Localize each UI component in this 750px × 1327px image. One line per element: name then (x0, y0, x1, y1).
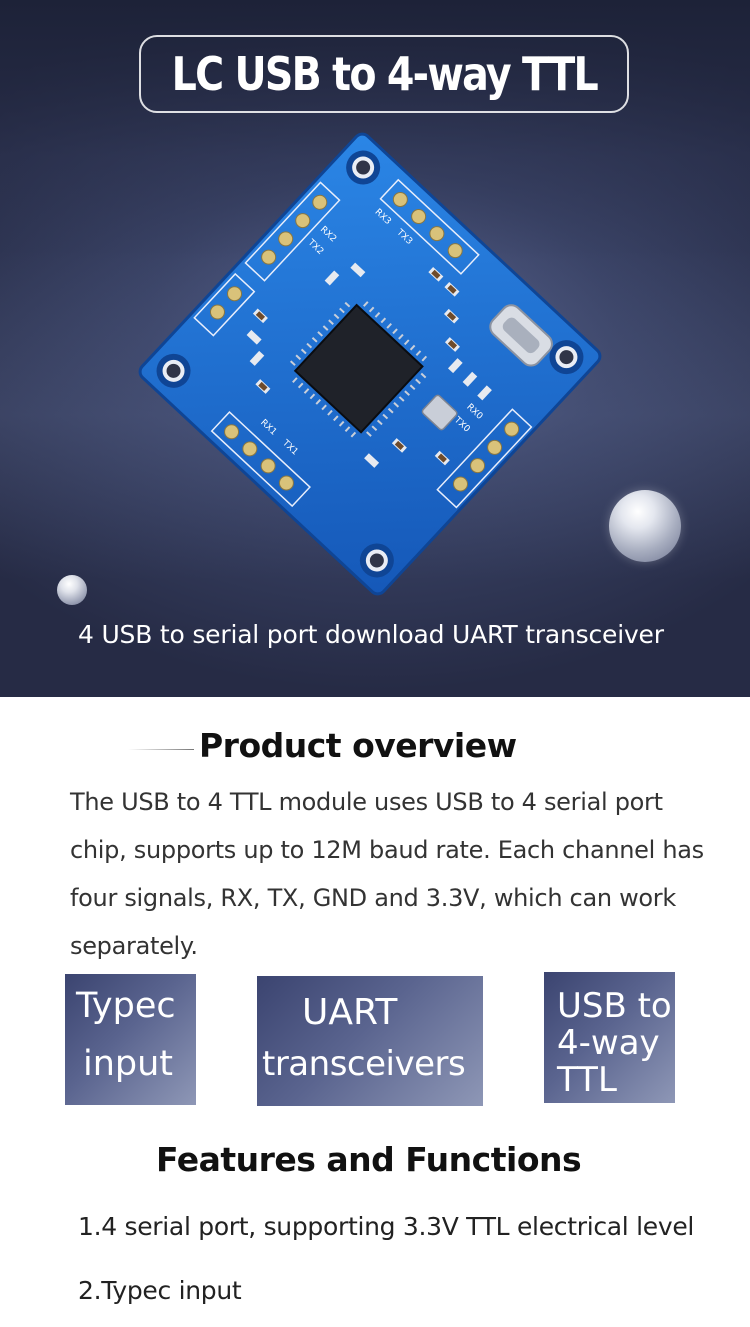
decorative-bubble-large (609, 490, 681, 562)
feature-tile-uart: UART transceivers (257, 976, 483, 1106)
tile-line: transceivers (262, 1044, 466, 1084)
hero-title-frame: LC USB to 4-way TTL (139, 35, 629, 113)
feature-item: 2.Typec input (78, 1276, 242, 1305)
feature-tile-typec: Typec input (65, 974, 196, 1105)
feature-item: 1.4 serial port, supporting 3.3V TTL ele… (78, 1212, 695, 1241)
tile-line: TTL (557, 1060, 617, 1100)
tile-line: UART (302, 992, 398, 1033)
hero-banner: LC USB to 4-way TTL (0, 0, 750, 697)
hero-caption: 4 USB to serial port download UART trans… (78, 620, 664, 649)
tile-line: 4-way (557, 1023, 660, 1063)
tile-line: Typec (76, 986, 176, 1026)
tile-line: input (83, 1044, 174, 1084)
decorative-bubble-small (57, 575, 87, 605)
feature-tile-usb-ttl: USB to 4-way TTL (544, 972, 675, 1103)
section-divider-line (128, 749, 194, 750)
tile-line: USB to (557, 986, 672, 1026)
product-board-image: RX3 TX3 RX2 TX2 RX0 TX0 RX1 TX1 (138, 132, 602, 596)
hero-title: LC USB to 4-way TTL (171, 47, 598, 101)
overview-paragraph: The USB to 4 TTL module uses USB to 4 se… (70, 788, 704, 960)
features-title: Features and Functions (156, 1140, 582, 1179)
overview-title: Product overview (199, 726, 517, 765)
